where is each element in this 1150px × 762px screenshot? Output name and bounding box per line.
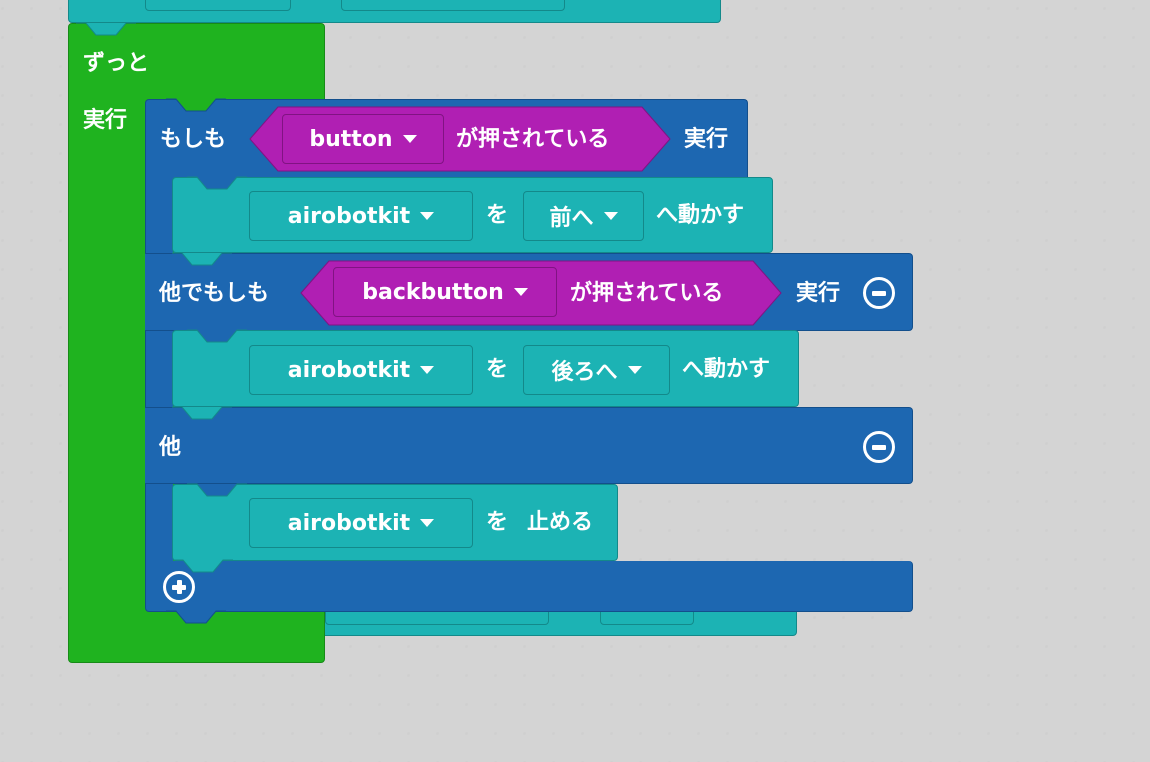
chevron-down-icon [627,366,642,374]
if-body-device-value: airobotkit [287,203,411,229]
elseif-row[interactable]: 他でもしも backbutton が押されている 実行 [145,252,913,331]
elseif-condition-dropdown[interactable]: backbutton [333,267,557,317]
chevron-down-icon [513,288,528,296]
top-partial-block[interactable] [68,0,721,23]
elseif-then-label: 実行 [796,281,841,306]
elseif-body-move-block[interactable]: airobotkit を 後ろへ へ動かす [172,329,799,407]
chevron-down-icon [420,519,435,527]
add-elseif-icon[interactable] [163,571,195,603]
forever-label: ずっと [83,51,150,76]
chevron-down-icon [402,135,417,143]
if-block[interactable]: もしも button が押されている 実行 [145,98,748,179]
forever-do-label: 実行 [83,108,128,133]
else-body-action: 止める [527,510,594,535]
top-partial-dropdown-2[interactable] [341,0,565,11]
else-body-notch [187,483,247,497]
if-body-notch [187,176,247,190]
forever-notch [76,22,136,36]
if-bottom-tab [166,610,226,624]
if-body-device-dropdown[interactable]: airobotkit [249,191,473,241]
elseif-body-device-value: airobotkit [287,357,411,383]
if-block-rail [145,178,173,578]
if-label: もしも [160,127,227,152]
if-block-footer[interactable] [145,559,913,624]
elseif-body-action: へ動かす [682,357,771,382]
footer-notch [173,559,233,573]
else-body-particle: を [486,510,509,535]
else-body-device-dropdown[interactable]: airobotkit [249,498,473,548]
if-condition-suffix: が押されている [456,127,610,152]
remove-else-icon[interactable] [863,431,895,463]
elseif-body-notch [187,329,247,343]
else-body-stop-block[interactable]: airobotkit を 止める [172,483,618,561]
if-then-label: 実行 [684,127,729,152]
if-body-direction-dropdown[interactable]: 前へ [523,191,644,241]
if-condition-dropdown[interactable]: button [282,114,444,164]
elseif-condition-suffix: が押されている [570,281,724,306]
elseif-body-direction-value: 後ろへ [551,360,618,385]
else-notch [172,406,232,420]
remove-elseif-icon[interactable] [863,277,895,309]
elseif-body-direction-dropdown[interactable]: 後ろへ [523,345,670,395]
if-condition-dropdown-value: button [309,126,393,152]
if-notch [166,98,226,112]
if-body-action: へ動かす [656,203,745,228]
else-body-device-value: airobotkit [287,510,411,536]
if-body-move-block[interactable]: airobotkit を 前へ へ動かす [172,176,773,253]
elseif-condition-dropdown-value: backbutton [362,279,504,305]
elseif-body-device-dropdown[interactable]: airobotkit [249,345,473,395]
chevron-down-icon [603,212,618,220]
chevron-down-icon [420,366,435,374]
top-partial-dropdown-1[interactable] [145,0,291,11]
else-label: 他 [159,435,182,460]
elseif-label: 他でもしも [159,281,270,306]
else-row[interactable]: 他 [145,406,913,484]
if-body-direction-value: 前へ [549,206,594,231]
elseif-notch [172,252,232,266]
if-body-particle: を [486,203,509,228]
chevron-down-icon [420,212,435,220]
elseif-body-particle: を [486,357,509,382]
